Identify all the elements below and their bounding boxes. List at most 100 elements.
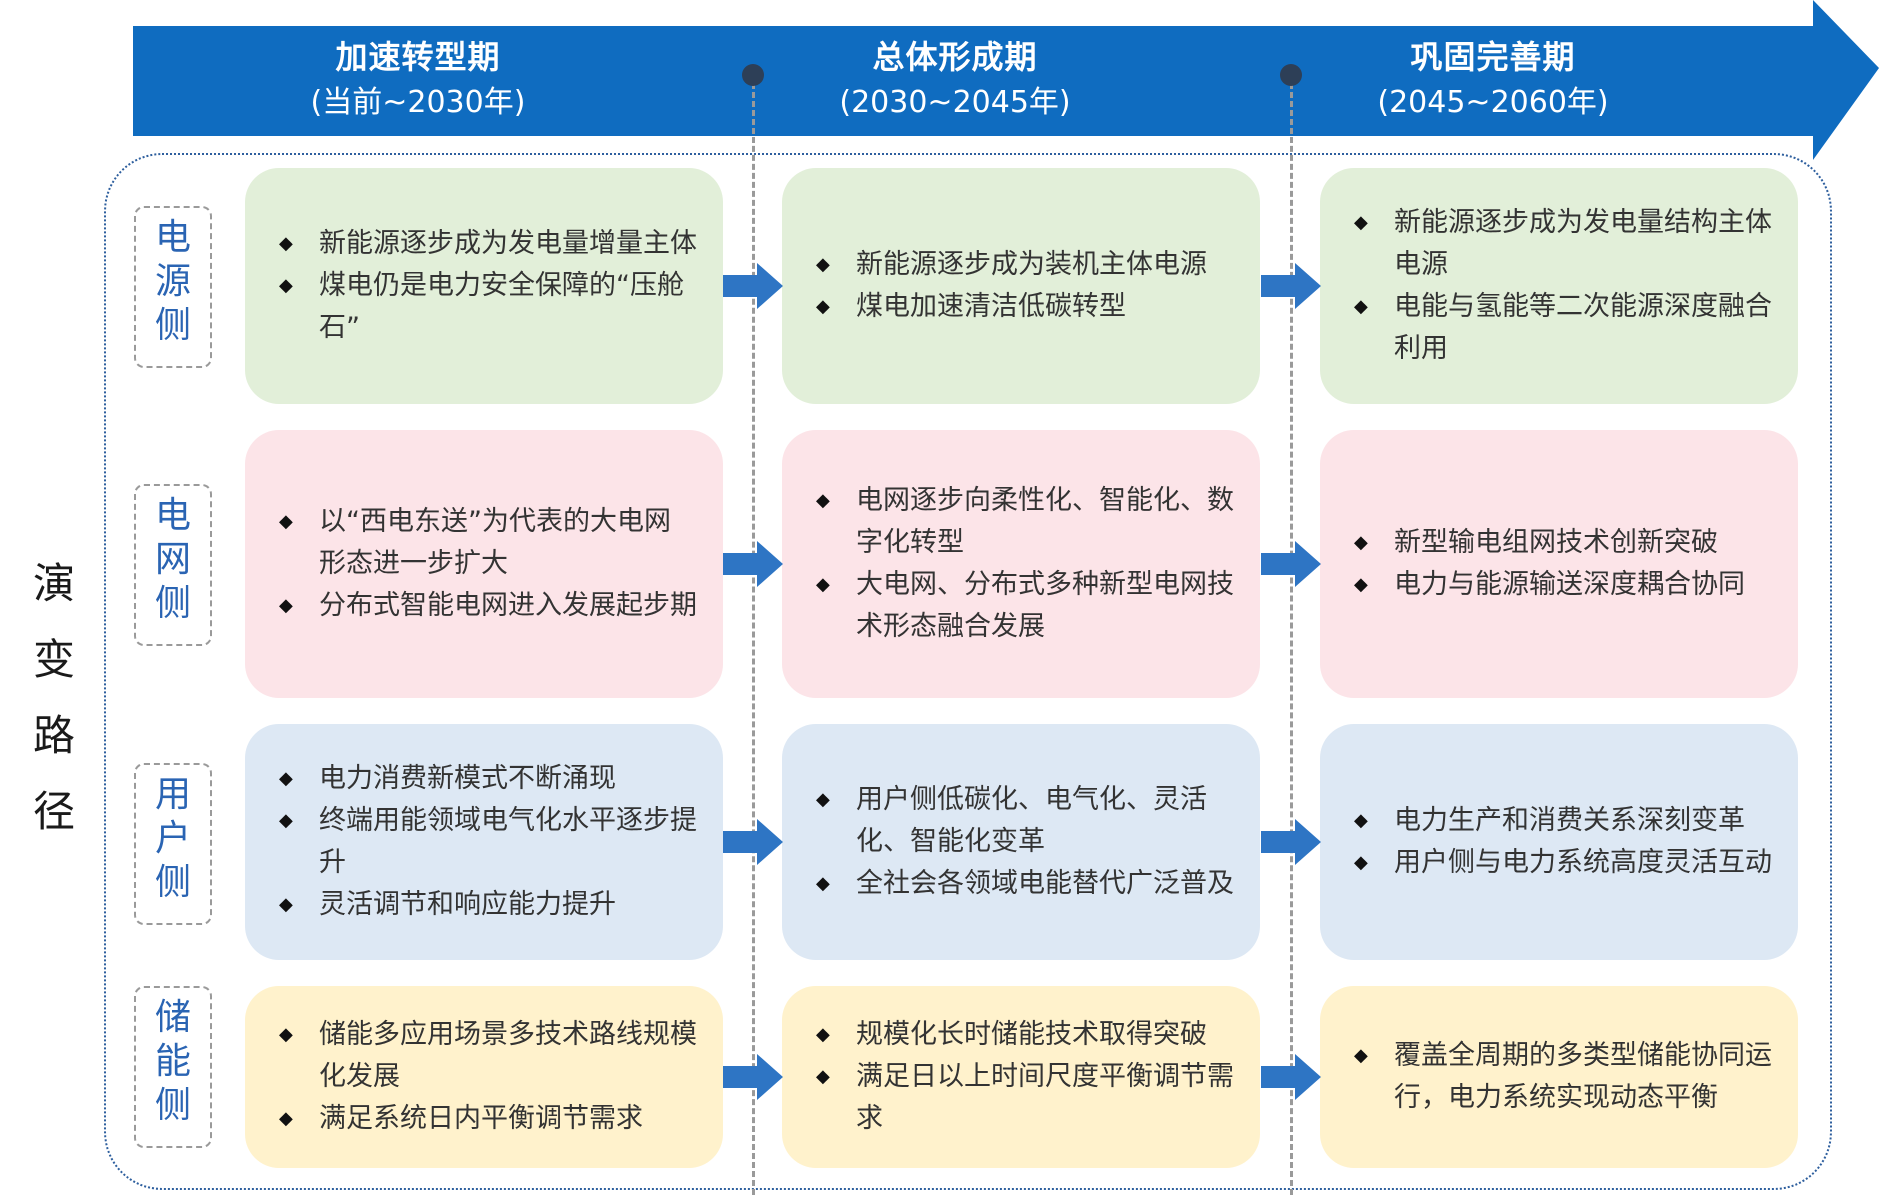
right-arrow-icon <box>723 541 783 587</box>
phase-3-name: 巩固完善期 <box>1410 38 1576 76</box>
card-item-text: 全社会各领域电能替代广泛普及 <box>856 868 1234 899</box>
card-list: ◆新型输电组网技术创新突破◆电力与能源输送深度耦合协同 <box>1320 522 1798 606</box>
card-list-item: ◆电力消费新模式不断涌现 <box>245 758 723 800</box>
row-label-char: 侧 <box>154 305 191 346</box>
card-item-text: 新能源逐步成为发电量结构主体电源 <box>1394 207 1772 280</box>
card-list: ◆ 以“西电东送”为代表的大电网形态进一步扩大 ◆ 分布式智能电网进入发展起步期 <box>245 501 723 627</box>
right-arrow-icon <box>1261 263 1321 309</box>
diamond-bullet-icon: ◆ <box>279 233 293 254</box>
diamond-bullet-icon: ◆ <box>816 574 830 595</box>
card-user-phase-2: ◆ 用户侧低碳化、电气化、灵活化、智能化变革 ◆ 全社会各领域电能替代广泛普及 <box>782 724 1260 960</box>
diamond-bullet-icon: ◆ <box>816 296 830 317</box>
row-label-char: 电 <box>154 217 191 258</box>
card-list-item: ◆ 新能源逐步成为发电量结构主体电源 <box>1320 202 1798 286</box>
card-grid-phase-3: ◆新型输电组网技术创新突破◆电力与能源输送深度耦合协同 <box>1320 430 1798 698</box>
card-item-text: 满足日以上时间尺度平衡调节需求 <box>856 1061 1234 1134</box>
diamond-bullet-icon: ◆ <box>1354 212 1368 233</box>
timeline-arrow-shape <box>133 0 1879 160</box>
card-list-item: ◆ 新能源逐步成为装机主体电源 <box>782 244 1260 286</box>
diamond-bullet-icon: ◆ <box>1354 574 1368 595</box>
card-list: ◆ 用户侧低碳化、电气化、灵活化、智能化变革 ◆ 全社会各领域电能替代广泛普及 <box>782 779 1260 905</box>
row-label-grid: 电 网 侧 <box>134 484 212 646</box>
diamond-bullet-icon: ◆ <box>816 1024 830 1045</box>
card-item-text: 储能多应用场景多技术路线规模化发展 <box>319 1019 697 1092</box>
side-title-char: 演 <box>32 559 75 608</box>
card-list-item: ◆用户侧与电力系统高度灵活互动 <box>1320 842 1798 884</box>
row-label-char: 侧 <box>154 862 191 903</box>
card-item-text: 覆盖全周期的多类型储能协同运行，电力系统实现动态平衡 <box>1394 1040 1772 1113</box>
right-arrow-icon <box>1261 1054 1321 1100</box>
card-item-text: 电网逐步向柔性化、智能化、数字化转型 <box>856 485 1234 558</box>
row-label-storage: 储 能 侧 <box>134 986 212 1148</box>
card-list-item: ◆储能多应用场景多技术路线规模化发展 <box>245 1014 723 1098</box>
side-title-char: 路 <box>32 711 75 760</box>
card-list: ◆ 电网逐步向柔性化、智能化、数字化转型 ◆ 大电网、分布式多种新型电网技术形态融合发… <box>782 480 1260 648</box>
card-storage-phase-3: ◆覆盖全周期的多类型储能协同运行，电力系统实现动态平衡 <box>1320 986 1798 1168</box>
card-list-item: ◆煤电加速清洁低碳转型 <box>782 286 1260 328</box>
card-list-item: ◆ 全社会各领域电能替代广泛普及 <box>782 863 1260 905</box>
card-list: ◆新能源逐步成为发电量结构主体电源◆电能与氢能等二次能源深度融合利用 <box>1320 202 1798 370</box>
card-item-text: 灵活调节和响应能力提升 <box>319 889 616 920</box>
diamond-bullet-icon: ◆ <box>1354 296 1368 317</box>
card-item-text: 大电网、分布式多种新型电网技术形态融合发展 <box>856 569 1234 642</box>
card-list-item: ◆ 灵活调节和响应能力提升 <box>245 884 723 926</box>
diamond-bullet-icon: ◆ <box>279 511 293 532</box>
diamond-bullet-icon: ◆ <box>816 789 830 810</box>
card-user-phase-1: ◆电力消费新模式不断涌现◆终端用能领域电气化水平逐步提升◆灵活调节和响应能力提升 <box>245 724 723 960</box>
row-label-char: 用 <box>154 774 191 815</box>
card-item-text: 电力消费新模式不断涌现 <box>319 763 616 794</box>
card-list-item: ◆ 电网逐步向柔性化、智能化、数字化转型 <box>782 480 1260 564</box>
diamond-bullet-icon: ◆ <box>816 873 830 894</box>
card-list: ◆ 新能源逐步成为发电量增量主体 ◆煤电仍是电力安全保障的“压舱石” <box>245 223 723 349</box>
diamond-bullet-icon: ◆ <box>816 254 830 275</box>
card-list-item: ◆ 以“西电东送”为代表的大电网形态进一步扩大 <box>245 501 723 585</box>
phase-3-years: (2045~2060年) <box>1377 85 1609 120</box>
card-item-text: 新能源逐步成为装机主体电源 <box>856 249 1207 280</box>
card-list-item: ◆满足日以上时间尺度平衡调节需求 <box>782 1056 1260 1140</box>
card-list: ◆规模化长时储能技术取得突破◆满足日以上时间尺度平衡调节需求 <box>782 1014 1260 1140</box>
card-item-text: 用户侧与电力系统高度灵活互动 <box>1394 847 1772 878</box>
card-item-text: 以“西电东送”为代表的大电网形态进一步扩大 <box>319 506 671 579</box>
row-label-char: 网 <box>154 539 191 580</box>
phase-1-name: 加速转型期 <box>335 38 501 76</box>
diamond-bullet-icon: ◆ <box>1354 810 1368 831</box>
card-list-item: ◆煤电仍是电力安全保障的“压舱石” <box>245 265 723 349</box>
card-list-item: ◆ 电力生产和消费关系深刻变革 <box>1320 800 1798 842</box>
card-item-text: 用户侧低碳化、电气化、灵活化、智能化变革 <box>856 784 1207 857</box>
diamond-bullet-icon: ◆ <box>279 810 293 831</box>
diamond-bullet-icon: ◆ <box>279 894 293 915</box>
row-label-char: 储 <box>154 997 191 1038</box>
card-list-item: ◆ 分布式智能电网进入发展起步期 <box>245 585 723 627</box>
card-list-item: ◆电力与能源输送深度耦合协同 <box>1320 564 1798 606</box>
card-item-text: 新能源逐步成为发电量增量主体 <box>319 228 697 259</box>
card-list: ◆储能多应用场景多技术路线规模化发展◆满足系统日内平衡调节需求 <box>245 1014 723 1140</box>
card-item-text: 电力生产和消费关系深刻变革 <box>1394 805 1745 836</box>
side-title: 演 变 路 径 <box>28 546 80 850</box>
diamond-bullet-icon: ◆ <box>279 595 293 616</box>
diamond-bullet-icon: ◆ <box>816 490 830 511</box>
phase-2: 总体形成期 (2030~2045年) <box>745 34 1165 126</box>
card-power-source-phase-3: ◆新能源逐步成为发电量结构主体电源◆电能与氢能等二次能源深度融合利用 <box>1320 168 1798 404</box>
right-arrow-icon <box>723 263 783 309</box>
card-list-item: ◆覆盖全周期的多类型储能协同运行，电力系统实现动态平衡 <box>1320 1035 1798 1119</box>
right-arrow-icon <box>723 819 783 865</box>
phase-1-years: (当前~2030年) <box>310 85 526 120</box>
card-list-item: ◆ 大电网、分布式多种新型电网技术形态融合发展 <box>782 564 1260 648</box>
row-label-char: 户 <box>154 818 191 859</box>
card-list-item: ◆终端用能领域电气化水平逐步提升 <box>245 800 723 884</box>
card-list: ◆覆盖全周期的多类型储能协同运行，电力系统实现动态平衡 <box>1320 1035 1798 1119</box>
card-item-text: 分布式智能电网进入发展起步期 <box>319 590 697 621</box>
row-label-char: 源 <box>154 261 191 302</box>
phase-2-years: (2030~2045年) <box>839 85 1071 120</box>
card-storage-phase-1: ◆储能多应用场景多技术路线规模化发展◆满足系统日内平衡调节需求 <box>245 986 723 1168</box>
evolution-frame <box>104 153 1832 1190</box>
row-label-char: 侧 <box>154 583 191 624</box>
diamond-bullet-icon: ◆ <box>279 275 293 296</box>
card-power-source-phase-1: ◆ 新能源逐步成为发电量增量主体 ◆煤电仍是电力安全保障的“压舱石” <box>245 168 723 404</box>
card-list: ◆电力消费新模式不断涌现◆终端用能领域电气化水平逐步提升◆灵活调节和响应能力提升 <box>245 758 723 926</box>
row-label-user: 用 户 侧 <box>134 763 212 925</box>
phase-divider-2 <box>1290 74 1293 1195</box>
phase-divider-2-dot <box>1280 64 1302 86</box>
right-arrow-icon <box>1261 819 1321 865</box>
card-power-source-phase-2: ◆ 新能源逐步成为装机主体电源 ◆煤电加速清洁低碳转型 <box>782 168 1260 404</box>
